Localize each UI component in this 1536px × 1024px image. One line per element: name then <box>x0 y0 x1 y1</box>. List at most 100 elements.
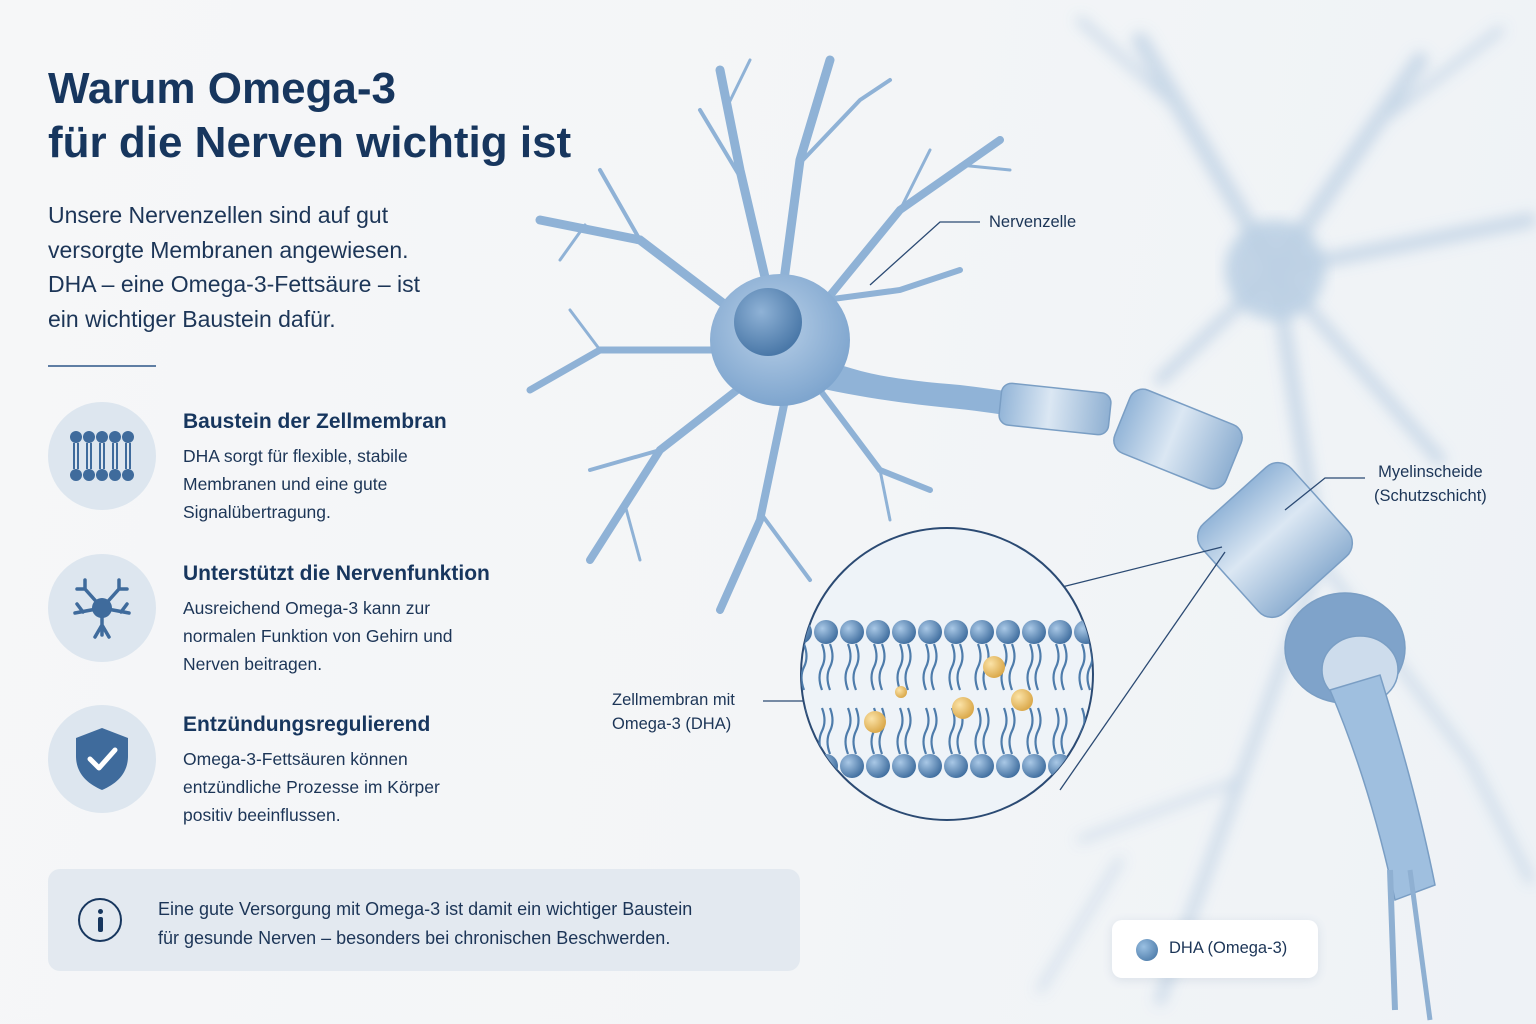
lipid-tail <box>1078 643 1086 691</box>
lipid-head <box>814 620 838 644</box>
lipid-tail <box>1034 643 1042 691</box>
lipid-tail <box>1052 643 1060 691</box>
lipid-head <box>970 620 994 644</box>
dha-molecule <box>983 656 1005 678</box>
feature-line: DHA sorgt für flexible, stabile <box>183 446 408 466</box>
neuron-icon <box>48 554 156 662</box>
feature-line: Omega-3-Fettsäuren können <box>183 749 408 769</box>
lipid-tail <box>826 643 834 691</box>
dha-molecule <box>952 697 974 719</box>
lipid-tail <box>904 643 912 691</box>
lipid-tail <box>922 707 930 755</box>
myelin-sheath <box>998 382 1436 1021</box>
lipid-head <box>1048 754 1072 778</box>
lipid-tail <box>1000 707 1008 755</box>
lipid-tail <box>896 643 904 691</box>
feature-line: positiv beeinflussen. <box>183 805 341 825</box>
feature-nerve-function: Unterstützt die Nervenfunktion Ausreiche… <box>48 554 568 674</box>
lipid-tail <box>801 643 808 691</box>
dha-marker-icon <box>1136 939 1158 961</box>
lipid-head <box>840 754 864 778</box>
dha-molecule <box>864 711 886 733</box>
lipid-head <box>892 754 916 778</box>
lipid-head <box>1048 620 1072 644</box>
intro-text: Unsere Nervenzellen sind auf gut versorg… <box>48 198 508 336</box>
title-line-1: Warum Omega-3 <box>48 64 397 113</box>
info-text: Eine gute Versorgung mit Omega-3 ist dam… <box>158 895 692 953</box>
feature-line: normalen Funktion von Gehirn und <box>183 626 453 646</box>
lipid-head <box>1022 620 1046 644</box>
lipid-tail <box>852 643 860 691</box>
lipid-head <box>1022 754 1046 778</box>
feature-line: Signalübertragung. <box>183 502 331 522</box>
info-line: für gesunde Nerven – besonders bei chron… <box>158 928 671 948</box>
lipid-tail <box>956 643 964 691</box>
lipid-tail <box>1060 643 1068 691</box>
lipid-tail <box>852 707 860 755</box>
info-box: Eine gute Versorgung mit Omega-3 ist dam… <box>48 869 800 971</box>
lipid-tail <box>1026 643 1034 691</box>
feature-anti-inflammatory: Entzündungsregulierend Omega-3-Fettsäure… <box>48 705 568 825</box>
lipid-tail <box>818 643 826 691</box>
title-line-2: für die Nerven wichtig ist <box>48 118 572 167</box>
lipid-head <box>866 754 890 778</box>
label-myelin-line: Myelinscheide <box>1378 463 1483 481</box>
feature-title: Baustein der Zellmembran <box>183 410 447 433</box>
lipid-tail <box>870 643 878 691</box>
feature-description: Ausreichend Omega-3 kann zur normalen Fu… <box>183 594 452 678</box>
feature-line: Ausreichend Omega-3 kann zur <box>183 598 431 618</box>
lipid-tail <box>1008 643 1016 691</box>
feature-title: Entzündungsregulierend <box>183 713 431 736</box>
membrane-zoom <box>794 527 1094 821</box>
lipid-tail <box>930 643 938 691</box>
shield-check-icon <box>48 705 156 813</box>
lipid-head <box>918 620 942 644</box>
intro-line: versorgte Membranen angewiesen. <box>48 236 409 263</box>
lipid-tail <box>826 707 834 755</box>
lipid-tail <box>878 643 886 691</box>
membrane-icon <box>48 402 156 510</box>
page-title: Warum Omega-3 für die Nerven wichtig ist <box>48 62 571 170</box>
lipid-tail <box>948 707 956 755</box>
feature-cell-membrane: Baustein der Zellmembran DHA sorgt für f… <box>48 402 568 522</box>
lipid-tail <box>794 708 799 754</box>
lipid-head <box>892 620 916 644</box>
info-line: Eine gute Versorgung mit Omega-3 ist dam… <box>158 899 693 919</box>
lipid-head <box>944 620 968 644</box>
feature-line: entzündliche Prozesse im Körper <box>183 777 440 797</box>
feature-description: Omega-3-Fettsäuren können entzündliche P… <box>183 745 440 829</box>
intro-line: ein wichtiger Baustein dafür. <box>48 305 336 332</box>
label-myelin: Myelinscheide (Schutzschicht) <box>1374 460 1487 508</box>
label-membrane-line: Omega-3 (DHA) <box>612 715 732 733</box>
lipid-head <box>1074 754 1093 778</box>
dendrites <box>526 55 1012 614</box>
lipid-head <box>918 754 942 778</box>
divider <box>48 365 156 367</box>
legend: DHA (Omega-3) <box>1112 920 1318 978</box>
dha-molecule <box>895 686 907 698</box>
lipid-tail <box>844 643 852 691</box>
lipid-tail <box>1060 707 1068 755</box>
lipid-tail <box>948 643 956 691</box>
lipid-tail <box>1034 707 1042 755</box>
intro-line: DHA – eine Omega-3-Fettsäure – ist <box>48 271 420 297</box>
lipid-head <box>866 620 890 644</box>
label-myelin-line: (Schutzschicht) <box>1374 487 1487 505</box>
lipid-tail <box>904 707 912 755</box>
lipid-tail <box>801 707 808 755</box>
lipid-tail <box>878 707 886 755</box>
feature-title: Unterstützt die Nervenfunktion <box>183 562 490 585</box>
lipid-head <box>996 754 1020 778</box>
lipid-head <box>840 620 864 644</box>
feature-description: DHA sorgt für flexible, stabile Membrane… <box>183 442 408 526</box>
lipid-tail <box>982 707 990 755</box>
lipid-head <box>970 754 994 778</box>
lipid-head <box>1074 620 1093 644</box>
dha-molecule <box>1011 689 1033 711</box>
lipid-head <box>944 754 968 778</box>
lipid-tail <box>974 643 982 691</box>
label-neuron: Nervenzelle <box>989 213 1077 231</box>
lipid-tail <box>974 707 982 755</box>
